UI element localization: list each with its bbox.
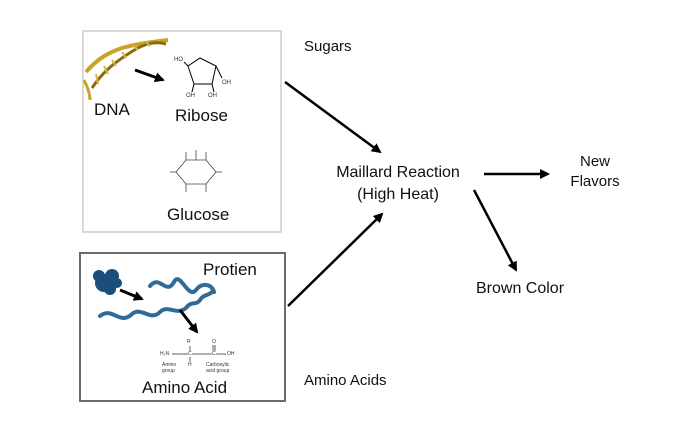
amino-acid-structure-icon xyxy=(172,345,226,362)
dna-label: DNA xyxy=(94,100,130,119)
amino-structure-label: C xyxy=(188,351,192,357)
sugars-to-reaction-arrow xyxy=(284,80,382,154)
amino-structure-label: C xyxy=(212,351,216,357)
amino-structure-label: O xyxy=(212,339,216,345)
ribose-label: Ribose xyxy=(175,106,228,125)
reaction-to-color-arrow xyxy=(472,189,518,272)
maillard-reaction-node: Maillard Reaction (High Heat) xyxy=(313,162,483,206)
ribose-group-label: OH xyxy=(186,93,195,99)
dna-to-ribose-arrow xyxy=(134,68,165,83)
glucose-label: Glucose xyxy=(167,205,230,224)
amino-structure-label: group xyxy=(162,368,175,374)
amino-structure-label: H xyxy=(188,362,192,368)
amino-structure-label: acid group xyxy=(206,368,230,374)
amino-structure-label: Amino xyxy=(162,362,177,368)
ribose-structure-icon xyxy=(183,57,223,93)
ribose-group-label: HO xyxy=(174,57,183,63)
amino-structure-label: OH xyxy=(227,351,235,357)
amino-structure-label: R xyxy=(187,339,191,345)
flavors-line-1: New xyxy=(579,153,610,170)
protein-label: Protien xyxy=(203,260,257,279)
protein-blob-icon xyxy=(93,269,122,295)
aminoacids-to-reaction-arrow xyxy=(287,212,384,307)
protein-fold-arrow xyxy=(119,288,144,301)
amino-structure-label: H₂N xyxy=(160,351,170,357)
glucose-structure-icon xyxy=(170,150,222,192)
ribose-group-label: OH xyxy=(208,93,217,99)
new-flavors-node: New Flavors xyxy=(554,152,636,192)
flavors-line-2: Flavors xyxy=(570,173,620,190)
sugars-title: Sugars xyxy=(304,38,352,55)
reaction-title: Maillard Reaction xyxy=(336,164,460,181)
amino-acids-title: Amino Acids xyxy=(304,372,387,389)
amino-structure-label: Carboxylic xyxy=(206,362,230,368)
amino-acid-label: Amino Acid xyxy=(142,378,228,397)
dna-helix-icon xyxy=(82,38,169,101)
protein-chain-icon xyxy=(98,277,216,320)
ribose-group-label: OH xyxy=(222,80,231,86)
chain-to-amino-arrow xyxy=(178,309,199,334)
reaction-condition: (High Heat) xyxy=(357,186,439,203)
brown-color-node: Brown Color xyxy=(476,280,565,297)
